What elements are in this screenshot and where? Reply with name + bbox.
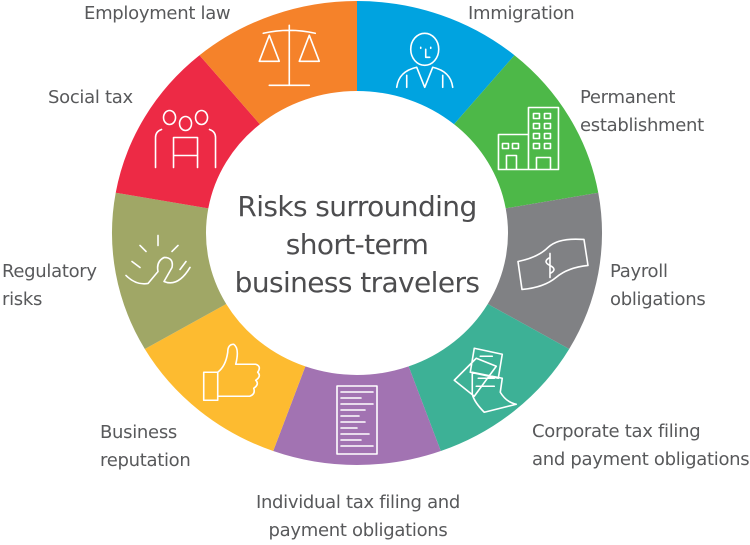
building-icon: [497, 106, 560, 171]
arm-wrestling-icon: [125, 234, 191, 285]
label-social-tax: Social tax: [48, 87, 133, 108]
documents-icon: [453, 347, 518, 414]
segment-permanent-establishment: [454, 55, 599, 209]
people-icon: [154, 109, 217, 169]
segment-employment-law: [199, 1, 357, 125]
tax-form-icon: [336, 385, 378, 455]
center-title: Risks surrounding short-term business tr…: [207, 188, 507, 302]
segment-regulatory: [111, 192, 227, 349]
title-line: Risks surrounding: [237, 190, 477, 223]
segment-immigration: [357, 1, 515, 125]
segment-payroll: [487, 192, 602, 349]
segment-business-reputation: [144, 304, 306, 452]
segment-social-tax: [115, 55, 260, 209]
banknote-icon: [517, 238, 589, 291]
title-line: business travelers: [234, 266, 480, 299]
label-immigration: Immigration: [468, 3, 575, 24]
label-employment-law: Employment law: [84, 3, 231, 24]
thumbs-up-icon: [202, 343, 261, 402]
person-icon: [395, 32, 454, 89]
scales-icon: [258, 24, 321, 87]
title-line: short-term: [285, 228, 429, 261]
